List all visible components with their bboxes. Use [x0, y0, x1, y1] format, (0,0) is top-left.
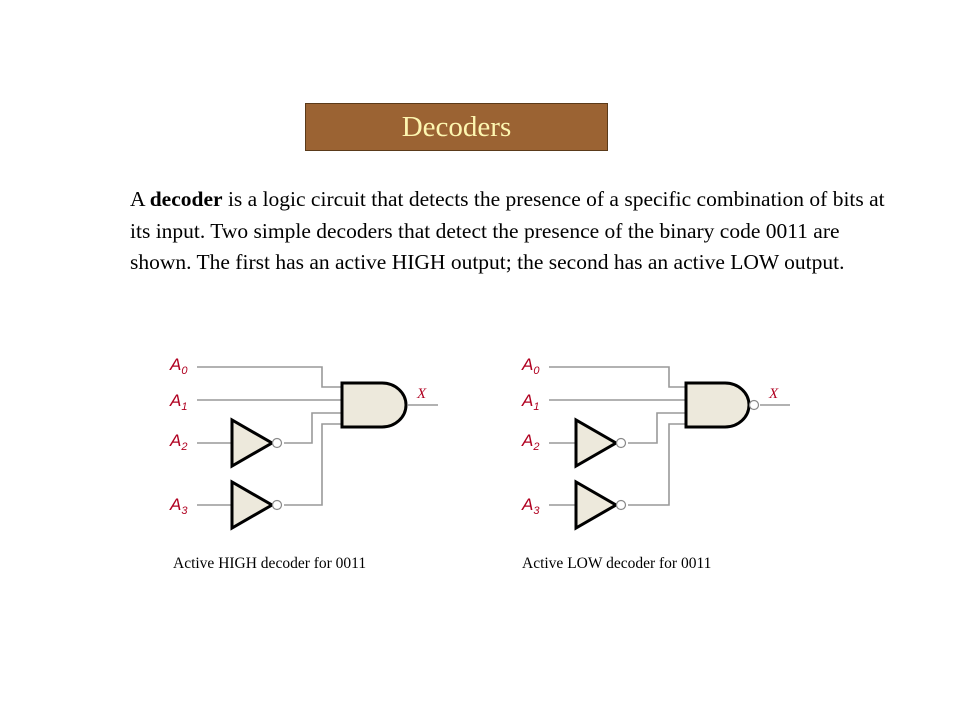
wire-a0: [197, 366, 342, 388]
para-lead: A: [130, 187, 150, 211]
circuit-active-high: A0 A1 A2 A3 X Active HIGH decoder for 00…: [169, 355, 438, 572]
inverter-a3: [574, 479, 620, 531]
wire-a3-out: [628, 423, 686, 506]
input-label-a3: A3: [521, 495, 540, 517]
caption-active-low: Active LOW decoder for 0011: [522, 555, 711, 572]
circuit-active-low: A0 A1 A2 A3 X Active LOW decoder for 001…: [521, 355, 790, 572]
nand-output-bubble: [748, 399, 760, 411]
input-label-a0: A0: [169, 355, 188, 377]
nand-gate: [684, 381, 751, 429]
para-rest: is a logic circuit that detects the pres…: [130, 187, 885, 274]
para-bold-term: decoder: [149, 187, 223, 211]
wire-a3-out: [284, 423, 342, 506]
inverter-a2: [574, 417, 620, 469]
input-label-a1: A1: [169, 391, 187, 413]
input-label-a3: A3: [169, 495, 188, 517]
intro-paragraph: A decoder is a logic circuit that detect…: [130, 184, 890, 279]
input-label-a1: A1: [521, 391, 539, 413]
inverter-a3: [230, 479, 276, 531]
slide-title: Decoders: [305, 103, 608, 151]
inverter-a2: [230, 417, 276, 469]
wire-a2-out: [284, 412, 342, 444]
caption-active-high: Active HIGH decoder for 0011: [173, 555, 366, 572]
wire-a2-out: [628, 412, 686, 444]
output-label-x: X: [416, 386, 427, 402]
inverter-bubble-a3: [271, 499, 283, 511]
inverter-bubble-a3: [615, 499, 627, 511]
and-gate: [340, 381, 408, 429]
inverter-bubble-a2: [271, 437, 283, 449]
input-label-a2: A2: [521, 431, 539, 453]
output-label-x: X: [768, 386, 779, 402]
input-label-a0: A0: [521, 355, 540, 377]
wire-a0: [549, 366, 686, 388]
inverter-bubble-a2: [615, 437, 627, 449]
input-label-a2: A2: [169, 431, 187, 453]
